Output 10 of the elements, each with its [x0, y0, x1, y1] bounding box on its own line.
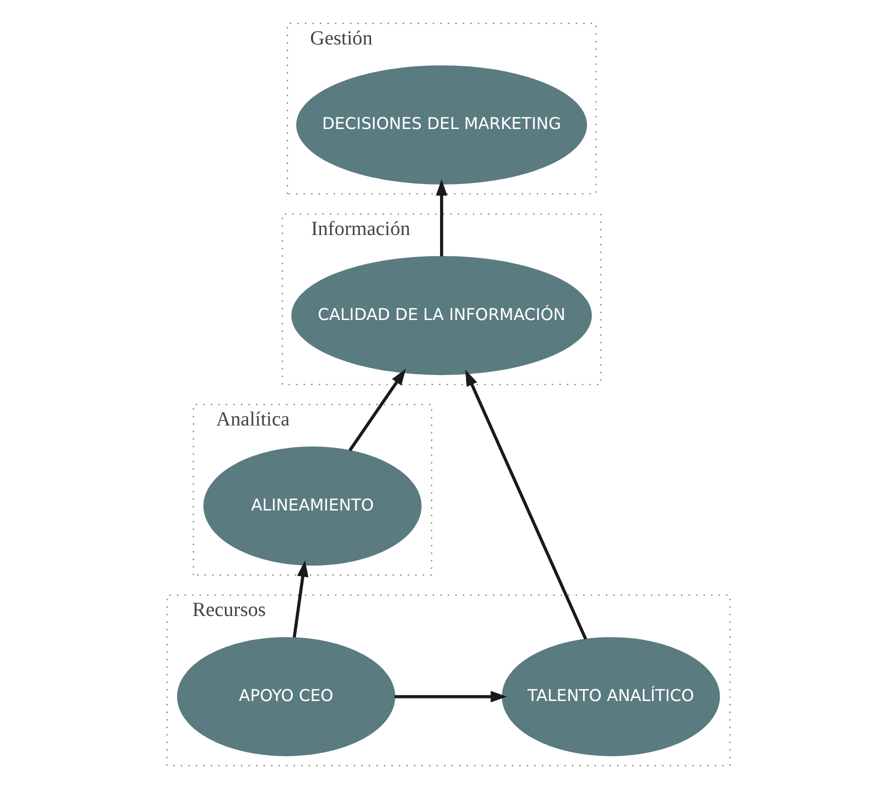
node-ellipse: DECISIONES DEL MARKETING	[296, 65, 586, 184]
node-ellipse: CALIDAD DE LA INFORMACIÓN	[290, 256, 592, 376]
arrow	[348, 368, 406, 452]
node-ellipse: APOYO CEO	[176, 637, 395, 756]
arrow	[435, 179, 447, 256]
arrow	[464, 370, 587, 640]
node-ellipse: ALINEAMIENTO	[202, 446, 422, 566]
node-ellipse: TALENTO ANALÍTICO	[501, 637, 720, 756]
arrow	[394, 690, 507, 702]
arrow	[292, 560, 308, 638]
